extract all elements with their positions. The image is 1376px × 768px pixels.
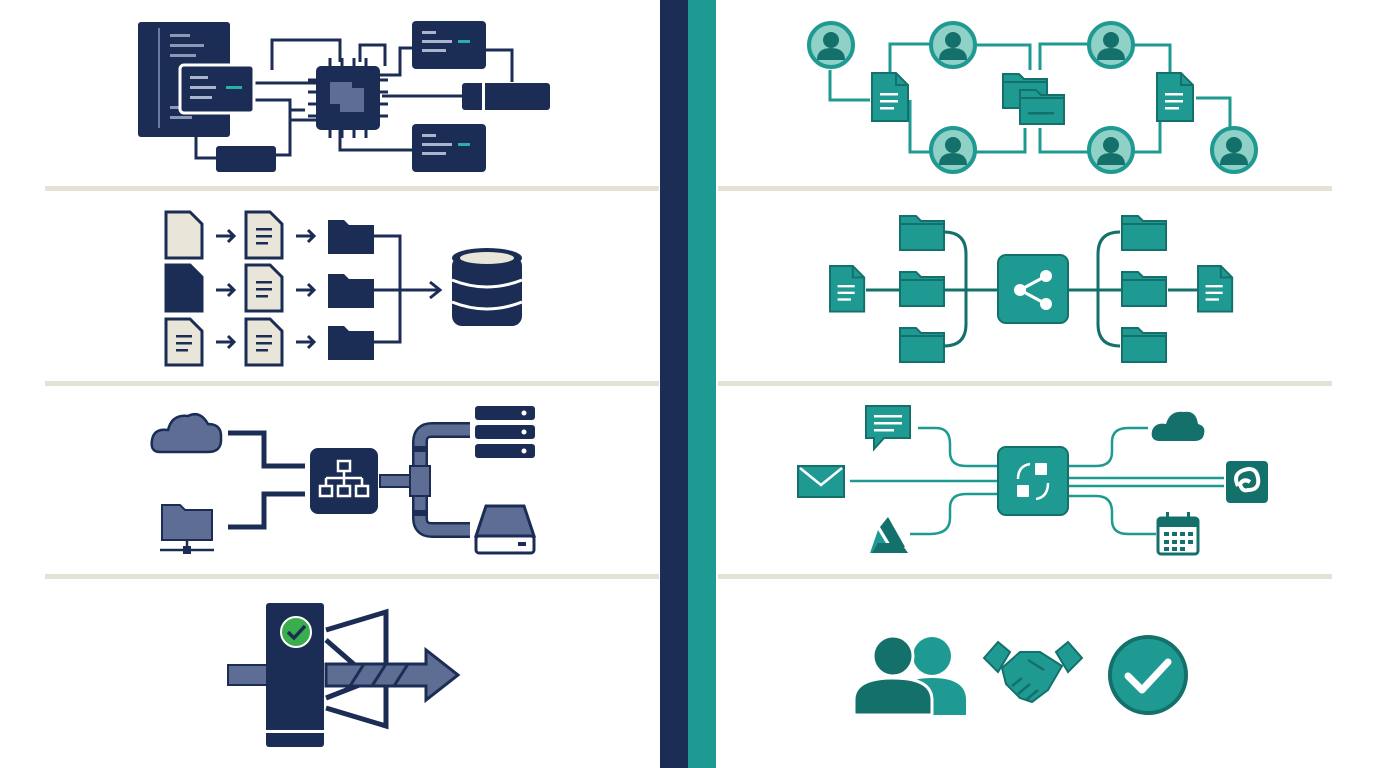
panel-folder-sharing-hub [829, 215, 1234, 363]
document-icon [164, 317, 204, 367]
app-logo-icon [1226, 461, 1268, 503]
panel-cloud-and-nas-to-storage [150, 406, 537, 555]
mail-icon [797, 465, 845, 498]
panel-collaboration-outcome [852, 634, 1188, 717]
document-icon [1156, 72, 1194, 122]
database-icon [451, 248, 523, 326]
drive-icon [870, 517, 908, 553]
network-folder-icon [160, 504, 214, 554]
server-stack-icon [475, 406, 535, 458]
folder-icon [1002, 73, 1065, 125]
code-snippet-icon [412, 21, 486, 69]
document-icon [1197, 265, 1234, 313]
pipe-icon [379, 422, 470, 538]
handshake-icon [982, 640, 1084, 704]
folder-icon [328, 220, 374, 360]
cloud-icon [150, 413, 223, 454]
document-icon [244, 263, 284, 313]
user-avatar-icon [929, 21, 977, 69]
user-avatar-icon [1210, 126, 1258, 174]
sync-icon [997, 446, 1069, 516]
code-snippet-icon [412, 124, 486, 172]
processor-chip-icon [308, 58, 388, 138]
document-icon [244, 317, 284, 367]
check-circle-icon [1108, 635, 1188, 715]
panel-app-integration-hub [797, 405, 1268, 556]
terminal-bar-icon [216, 146, 276, 172]
chat-bubble-icon [865, 405, 911, 452]
user-avatar-icon [807, 21, 855, 69]
hard-drive-icon [473, 504, 537, 555]
cloud-icon [1151, 411, 1205, 441]
user-avatar-icon [1087, 126, 1135, 174]
panel-gate-with-arrow [227, 603, 461, 747]
arrow-right-icon [227, 646, 461, 704]
panel-code-to-processor [138, 21, 550, 172]
document-icon [164, 263, 204, 313]
share-icon [997, 254, 1069, 324]
document-icon [829, 265, 866, 313]
code-snippet-icon [178, 63, 256, 115]
document-icon [244, 210, 284, 260]
user-avatar-icon [1087, 21, 1135, 69]
panel-documents-to-database [164, 210, 523, 367]
calendar-icon [1156, 512, 1200, 556]
center-divider [660, 0, 716, 768]
document-icon [871, 72, 909, 122]
row-dividers [45, 186, 1332, 579]
user-avatar-icon [929, 126, 977, 174]
check-circle-icon [280, 616, 312, 648]
document-icon [164, 210, 204, 260]
users-icon [852, 634, 966, 717]
panel-people-sharing-documents [807, 21, 1258, 174]
terminal-bar-icon [462, 83, 550, 110]
hierarchy-icon [310, 448, 378, 514]
